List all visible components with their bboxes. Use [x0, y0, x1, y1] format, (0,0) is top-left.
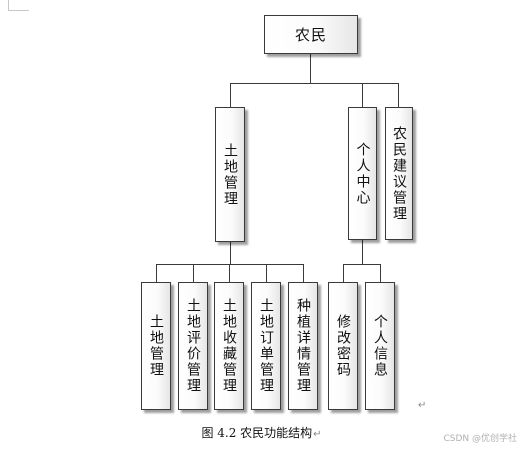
figure-caption-text: 图 4.2 农民功能结构 — [201, 426, 313, 440]
node-farmer-suggestion-management: 农民建议管理 — [385, 107, 413, 240]
node-land-order-management: 土地订单管理 — [251, 282, 281, 410]
paragraph-mark: ↵ — [418, 400, 427, 411]
connector-land-child-2 — [193, 264, 194, 282]
connector-land-child-3 — [229, 264, 230, 282]
connector-to-personal-center — [362, 83, 363, 107]
node-planting-detail-management: 种植详情管理 — [288, 282, 318, 410]
caption-paragraph-mark: ↵ — [313, 429, 322, 440]
node-root: 农民 — [264, 15, 358, 54]
node-land-review-management: 土地评价管理 — [178, 282, 208, 410]
node-change-password: 修改密码 — [328, 282, 358, 410]
connector-land-down — [230, 242, 231, 264]
connector-land-child-4 — [266, 264, 267, 282]
node-change-password-label: 修改密码 — [335, 314, 351, 378]
node-planting-detail-label: 种植详情管理 — [295, 298, 311, 394]
node-land-management: 土地管理 — [215, 107, 245, 242]
node-land-order-label: 土地订单管理 — [258, 298, 274, 394]
node-land-management-sub-label: 土地管理 — [148, 314, 164, 378]
connector-land-children-bar — [156, 264, 304, 265]
node-personal-info-label: 个人信息 — [372, 314, 388, 378]
page-corner-mark — [8, 0, 29, 11]
watermark: CSDN @优创学社 — [443, 434, 517, 444]
figure-caption: 图 4.2 农民功能结构↵ — [0, 424, 523, 441]
connector-root-down — [310, 54, 311, 83]
node-personal-center: 个人中心 — [348, 107, 377, 240]
connector-land-child-5 — [303, 264, 304, 282]
node-root-label: 农民 — [294, 26, 327, 44]
connector-to-farmer-suggestion — [398, 83, 399, 107]
connector-level1-bar — [230, 83, 399, 84]
connector-to-land-management — [230, 83, 231, 107]
node-land-management-sub: 土地管理 — [141, 282, 171, 410]
connector-personal-child-1 — [343, 264, 344, 282]
connector-personal-down — [362, 240, 363, 264]
node-land-favorite-management: 土地收藏管理 — [214, 282, 244, 410]
node-land-management-label: 土地管理 — [222, 142, 238, 207]
connector-personal-children-bar — [343, 264, 380, 265]
node-land-review-label: 土地评价管理 — [185, 298, 201, 394]
node-farmer-suggestion-label: 农民建议管理 — [391, 125, 407, 222]
node-personal-center-label: 个人中心 — [354, 141, 371, 206]
connector-personal-child-2 — [380, 264, 381, 282]
node-personal-info: 个人信息 — [365, 282, 395, 410]
node-land-favorite-label: 土地收藏管理 — [221, 298, 237, 394]
connector-land-child-1 — [156, 264, 157, 282]
